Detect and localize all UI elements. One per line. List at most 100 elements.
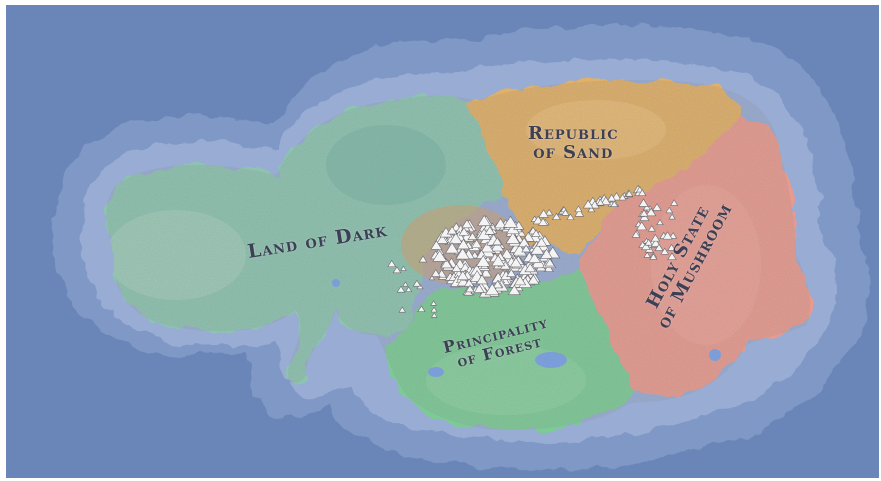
mountain-peak — [440, 258, 453, 269]
mountain-peak — [451, 263, 462, 272]
mountain-peak — [544, 258, 556, 267]
mountain-peak — [639, 209, 649, 217]
mountain-peak — [436, 234, 449, 244]
mountain-peak — [642, 203, 651, 211]
mountain-peak — [527, 274, 540, 285]
mountain-peak — [668, 232, 678, 239]
mountain-peak — [405, 286, 413, 292]
mountain-peak — [402, 281, 409, 287]
mountain-peak — [502, 215, 518, 228]
map-canvas — [6, 5, 879, 478]
mountain-peak — [574, 208, 585, 217]
mountain-peak — [561, 209, 570, 216]
mountain-peak — [538, 217, 549, 226]
lake — [535, 352, 567, 368]
mountain-peak — [458, 227, 470, 236]
mountain-peak — [667, 252, 677, 260]
mountain-peak — [455, 247, 470, 260]
mountain-peak — [600, 196, 612, 205]
mountain-peak — [431, 312, 438, 318]
mountain-peak — [461, 219, 473, 229]
mountain-peak — [477, 214, 492, 227]
mountain-peak — [418, 255, 428, 263]
mountain-peak — [400, 265, 407, 271]
mountain-peak — [448, 232, 463, 244]
lake — [332, 279, 340, 287]
mountain-peak — [456, 238, 470, 250]
mountain-peak — [507, 284, 521, 296]
mountain-peak — [506, 268, 517, 277]
mountain-peak — [631, 230, 641, 238]
mountain-peak — [513, 275, 527, 286]
mountain-peak — [566, 213, 575, 220]
mountain-peak — [456, 270, 469, 280]
fantasy-map: Land of Dark Republic of Sand Principali… — [6, 5, 879, 478]
mountain-peak — [650, 233, 661, 242]
mountain-peak — [535, 237, 548, 247]
mountain-peak — [475, 274, 489, 285]
mountain-peak — [606, 193, 617, 202]
mountain-peak — [490, 240, 505, 252]
mountain-peak — [618, 193, 627, 201]
mountain-peak — [649, 253, 658, 260]
mountain-peak — [637, 189, 647, 196]
mountain-peak — [491, 254, 506, 267]
lake — [709, 349, 721, 361]
mountain-peak — [639, 212, 650, 221]
mountain-peak — [492, 280, 503, 289]
mountain-peak — [446, 225, 458, 235]
mountain-peak — [521, 244, 531, 253]
mountain-peak — [643, 251, 651, 258]
mountain-peak — [428, 275, 436, 281]
label-republic-of-sand: Republic of Sand — [528, 123, 619, 163]
mountain-peak — [494, 217, 507, 229]
mountain-peak — [654, 243, 664, 251]
mountain-peak — [670, 199, 679, 206]
lakes — [332, 279, 721, 377]
mountain-peak — [471, 239, 483, 249]
mountain-peak — [531, 229, 541, 237]
mountain-peak — [662, 231, 673, 240]
mountain-peak — [417, 305, 426, 312]
mountain-peak — [432, 249, 448, 262]
mountain-peak — [652, 203, 662, 211]
mountain-range — [387, 184, 679, 318]
mountain-peak — [667, 243, 676, 251]
mountain-peak — [492, 236, 503, 246]
mountain-peak — [430, 300, 438, 306]
mountain-peak — [500, 248, 514, 260]
mountain-peak — [545, 208, 554, 216]
mountain-peak — [392, 266, 402, 274]
mountain-peak — [396, 285, 406, 293]
mountain-peak — [665, 206, 674, 214]
mountain-peak — [660, 247, 670, 255]
mountain-peak — [398, 306, 407, 313]
mountain-peak — [467, 232, 478, 241]
mountain-peak — [638, 198, 649, 207]
mountain-peak — [668, 213, 676, 220]
mountain-peak — [644, 238, 653, 246]
mountain-peak — [465, 284, 475, 293]
mountain-peak — [484, 283, 500, 296]
mountain-peak — [587, 205, 596, 213]
mountain-peak — [430, 240, 443, 250]
mountain-peak — [543, 263, 554, 272]
mountain-peak — [596, 198, 605, 206]
mountain-peak — [645, 207, 657, 217]
mountain-peak — [484, 226, 496, 235]
mountain-peak — [574, 205, 583, 213]
mountain-peak — [530, 243, 545, 255]
mountain-peak — [551, 212, 562, 221]
mountain-peak — [518, 237, 531, 247]
mountain-peak — [656, 219, 664, 226]
mountain-peak — [430, 306, 438, 313]
mountain-peak — [625, 190, 634, 197]
mountain-peak — [538, 209, 549, 218]
mountain-peak — [582, 199, 594, 209]
mountain-peak — [647, 225, 656, 232]
mountain-peak — [636, 221, 648, 231]
mountain-peak — [387, 259, 397, 267]
mountain-peak — [445, 242, 460, 254]
mountain-peak — [524, 262, 536, 273]
mountain-peak — [412, 279, 422, 287]
